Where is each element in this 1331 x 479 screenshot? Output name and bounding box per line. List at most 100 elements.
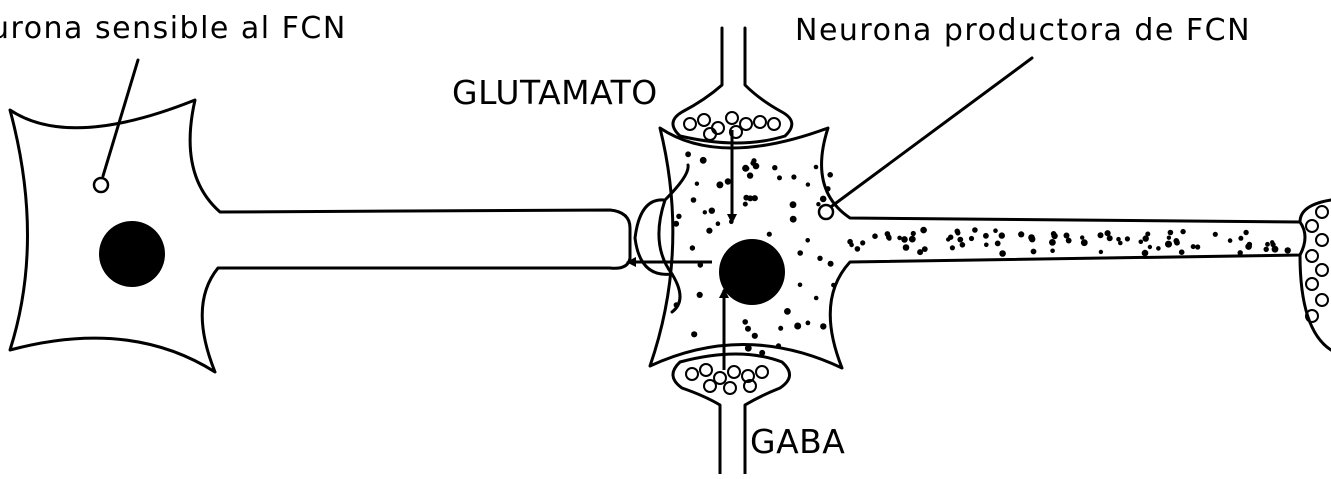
fcn-dot [1213, 232, 1218, 237]
fcn-dot [1080, 235, 1084, 239]
fcn-dot [828, 261, 834, 267]
fcn-dot [1125, 236, 1130, 241]
fcn-dot [999, 232, 1005, 238]
fcn-dot [984, 243, 989, 248]
fcn-dot [1050, 249, 1055, 254]
fcn-dot [920, 227, 927, 234]
fcn-dot [1179, 249, 1185, 255]
fcn-dot [794, 323, 801, 330]
fcn-dot [806, 182, 810, 186]
fcn-dot [1265, 242, 1270, 247]
fcn-dot [1180, 229, 1185, 234]
fcn-dot [1064, 233, 1070, 239]
fcn-dot [742, 319, 748, 325]
fcn-dot [750, 160, 755, 165]
fcn-dot [983, 233, 989, 239]
fcn-dot [955, 230, 960, 235]
fcn-dot [1143, 235, 1149, 241]
right-receptor [819, 205, 833, 219]
fcn-dot [1174, 240, 1180, 246]
far-right-vesicles [1306, 206, 1328, 322]
fcn-dot [1018, 231, 1024, 237]
fcn-dot [897, 236, 902, 241]
fcn-dot [797, 250, 803, 256]
fcn-dot [1228, 238, 1233, 243]
left-neuron-outline [10, 100, 630, 372]
fcn-dot [772, 165, 777, 170]
fcn-dot [806, 321, 811, 326]
fcn-dot [969, 236, 974, 241]
fcn-dot [691, 331, 697, 337]
fcn-dot [887, 236, 892, 241]
fcn-dot [1264, 247, 1269, 252]
fcn-dot [798, 283, 803, 288]
fcn-dot [759, 350, 765, 356]
left-neuron-label: urona sensible al FCN [0, 14, 347, 44]
fcn-dot [706, 228, 712, 234]
fcn-dot [814, 296, 819, 301]
left-pointer-line [103, 60, 138, 176]
fcn-dot [695, 182, 699, 186]
fcn-dot [999, 250, 1006, 257]
fcn-dot [831, 283, 836, 288]
right-pointer-line [832, 58, 1032, 206]
fcn-dot [860, 240, 865, 245]
fcn-dot [817, 256, 822, 261]
fcn-dot [820, 196, 827, 203]
fcn-dot [1168, 230, 1174, 236]
fcn-dot [1081, 239, 1088, 246]
fcn-dot [1049, 239, 1056, 246]
fcn-dot [690, 245, 695, 250]
fcn-dot [960, 242, 966, 248]
fcn-dot [747, 172, 753, 178]
fcn-dot [1285, 247, 1291, 253]
fcn-dot [776, 343, 781, 348]
fcn-dot [1165, 241, 1172, 248]
right-nucleus [719, 239, 785, 305]
fcn-dot [1148, 245, 1152, 249]
fcn-dot [790, 216, 797, 223]
fcn-dot [1238, 250, 1243, 255]
gaba-label: GABA [750, 425, 845, 458]
fcn-dot [1142, 250, 1149, 257]
fcn-dot [791, 174, 796, 179]
fcn-dot [827, 172, 833, 178]
fcn-dot [1098, 232, 1104, 238]
fcn-dot [1051, 233, 1057, 239]
fcn-dot [685, 151, 691, 157]
fcn-dot [922, 246, 928, 252]
fcn-dot [1195, 244, 1200, 249]
fcn-dot [674, 302, 680, 308]
fcn-dot [957, 237, 963, 243]
right-neuron-label: Neurona productora de FCN [795, 16, 1251, 46]
fcn-dot [950, 245, 955, 250]
fcn-dot [948, 235, 953, 240]
fcn-dot [1156, 246, 1161, 251]
fcn-dot [703, 210, 707, 214]
fcn-dot [1029, 236, 1035, 242]
glutamate-label: GLUTAMATO [452, 76, 658, 109]
fcn-dot [825, 186, 830, 191]
fcn-dot [1167, 236, 1171, 240]
fcn-dot [903, 244, 910, 251]
fcn-dot [816, 202, 820, 206]
fcn-dot [972, 227, 978, 233]
fcn-dot [872, 233, 878, 239]
top-terminal [673, 28, 792, 143]
fcn-dot [855, 246, 861, 252]
fcn-dot [1245, 243, 1252, 250]
fcn-dot [909, 236, 916, 243]
fcn-dot [790, 201, 797, 208]
fcn-dot [673, 221, 679, 227]
fcn-dot [691, 197, 697, 203]
fcn-dot [1107, 235, 1113, 241]
fcn-dot [767, 232, 772, 237]
left-receptor [94, 178, 108, 192]
fcn-dot [849, 243, 854, 248]
fcn-dot [697, 292, 703, 298]
fcn-dot [784, 308, 791, 315]
fcn-dot [676, 214, 681, 219]
fcn-dot [1031, 249, 1037, 255]
